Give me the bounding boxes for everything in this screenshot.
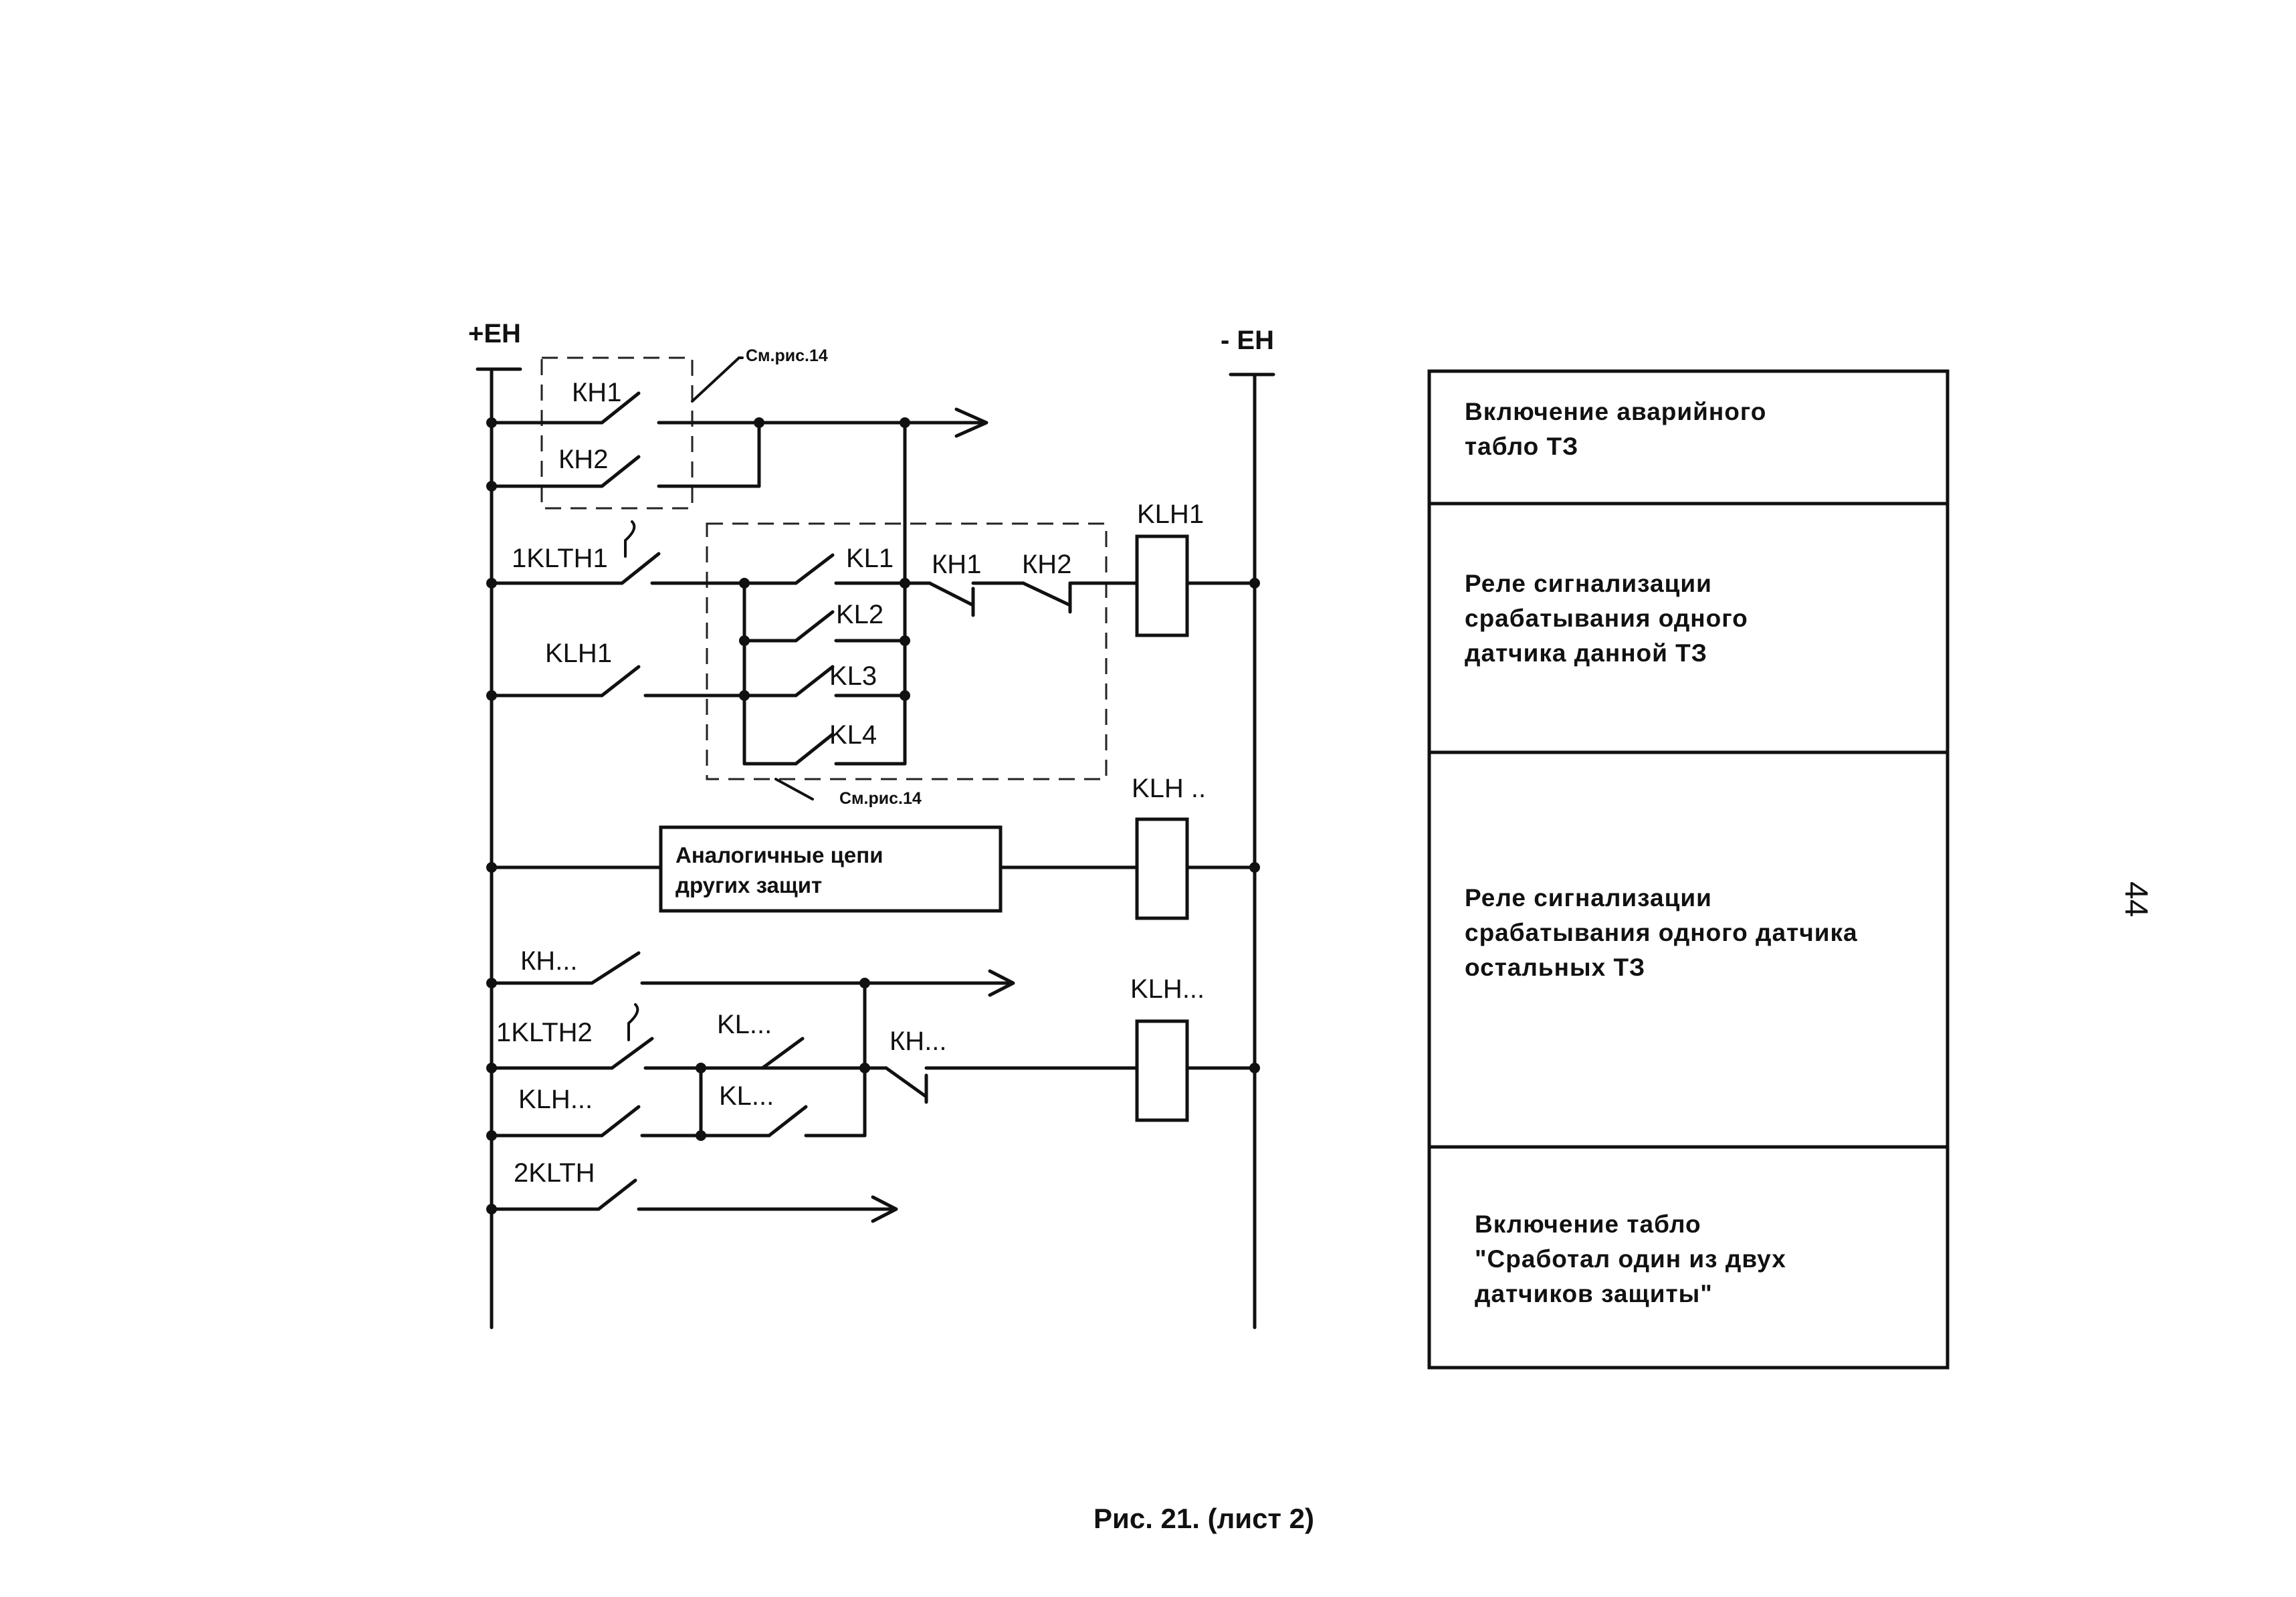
klth2-contact-blade — [610, 1037, 654, 1070]
kl3-contact-blade — [794, 665, 835, 698]
kl-a-contact-blade — [760, 1037, 805, 1070]
ref-leader-bottom — [774, 778, 814, 801]
kl4-contact-blade — [794, 732, 835, 766]
kl1-contact-blade — [794, 553, 835, 585]
klth-2-contact-blade — [597, 1178, 637, 1211]
klh1-coil-label: KLH1 — [1137, 500, 1204, 529]
klh1-hold-contact-blade — [600, 665, 641, 698]
kl-b-contact-blade — [767, 1105, 808, 1138]
kh1-label: КН1 — [572, 378, 621, 407]
page-number: 44 — [2118, 881, 2154, 917]
analog-box-line2: других защит — [675, 873, 822, 897]
table-row-1-line-2: табло ТЗ — [1465, 433, 1578, 460]
junction-dots — [486, 417, 1260, 1214]
kh2-series-label: КН2 — [1022, 550, 1071, 579]
kl-a-label: KL... — [717, 1010, 772, 1039]
kl4-label: KL4 — [829, 720, 877, 750]
kl2-contact-blade — [794, 610, 835, 643]
klh-other-coil-label: KLH... — [1130, 974, 1205, 1004]
figure-caption: Рис. 21. (лист 2) — [1093, 1503, 1314, 1534]
arrow-kh1 — [954, 407, 988, 438]
table-row-2-line-3: датчика данной ТЗ — [1465, 639, 1707, 667]
klh-other-contact-blade — [600, 1105, 641, 1138]
table-row-4-line-3: датчиков защиты" — [1475, 1280, 1713, 1307]
klh-dots-coil — [1135, 817, 1189, 920]
klh-other-label: KLH... — [518, 1085, 593, 1114]
kh2-series-contact-blade — [1021, 581, 1072, 607]
minus-bus-label: - ЕН — [1221, 326, 1274, 355]
kl1-label: KL1 — [846, 544, 894, 573]
kh1-series-label: КН1 — [932, 550, 981, 579]
plus-bus-label: +ЕН — [468, 319, 521, 348]
kl-dashed-group — [706, 522, 1108, 780]
klth1-delay-mark — [624, 520, 636, 558]
kh-coil-contact-blade — [884, 1066, 928, 1099]
klh1-coil — [1135, 534, 1189, 637]
klh1-hold-label: KLH1 — [545, 639, 612, 668]
kh2-contact-blade — [600, 455, 641, 488]
klth2-delay-mark — [627, 1003, 639, 1041]
table-row-2-line-2: срабатывания одного — [1465, 605, 1748, 632]
klth1-label: 1KLTH1 — [512, 544, 608, 573]
kh-coil-contact-label: КН... — [890, 1027, 947, 1056]
kh1-contact-blade — [600, 391, 641, 425]
kl2-label: KL2 — [836, 600, 883, 629]
arrow-klth-2 — [871, 1195, 898, 1223]
kl3-label: KL3 — [829, 661, 877, 691]
ref-leader-top — [691, 356, 740, 403]
klth1-contact-blade — [620, 552, 661, 585]
table-row-3-line-3: остальных ТЗ — [1465, 954, 1645, 981]
table-row-1-line-1: Включение аварийного — [1465, 398, 1766, 425]
kh-other-contact-blade — [590, 951, 641, 985]
klth-2-label: 2KLTH — [514, 1158, 595, 1188]
ref-label-top: См.рис.14 — [746, 346, 828, 365]
table-row-3-line-2: срабатывания одного датчика — [1465, 919, 1858, 946]
table-frame — [1427, 369, 1950, 1370]
kh2-label: КН2 — [558, 445, 608, 474]
klh-dots-coil-label: KLH .. — [1132, 774, 1206, 803]
kh-other-label: КН... — [520, 946, 578, 976]
ref-label-bottom: См.рис.14 — [839, 789, 922, 808]
table-row-4-line-1: Включение табло — [1475, 1210, 1701, 1238]
arrow-kh-other — [988, 969, 1015, 997]
klth2-label: 1KLTH2 — [496, 1018, 593, 1047]
klh-other-coil — [1135, 1019, 1189, 1122]
analog-circuits-box — [659, 825, 1003, 913]
table-row-3-line-1: Реле сигнализации — [1465, 884, 1712, 912]
table-row-2-line-1: Реле сигнализации — [1465, 570, 1712, 597]
description-table: Включение аварийного табло ТЗ Реле сигна… — [1427, 369, 1950, 1370]
kl-b-label: KL... — [719, 1081, 774, 1111]
table-row-4-line-2: "Сработал один из двух — [1475, 1245, 1786, 1273]
kh1-series-contact-blade — [928, 581, 975, 607]
analog-box-line1: Аналогичные цепи — [675, 843, 883, 867]
